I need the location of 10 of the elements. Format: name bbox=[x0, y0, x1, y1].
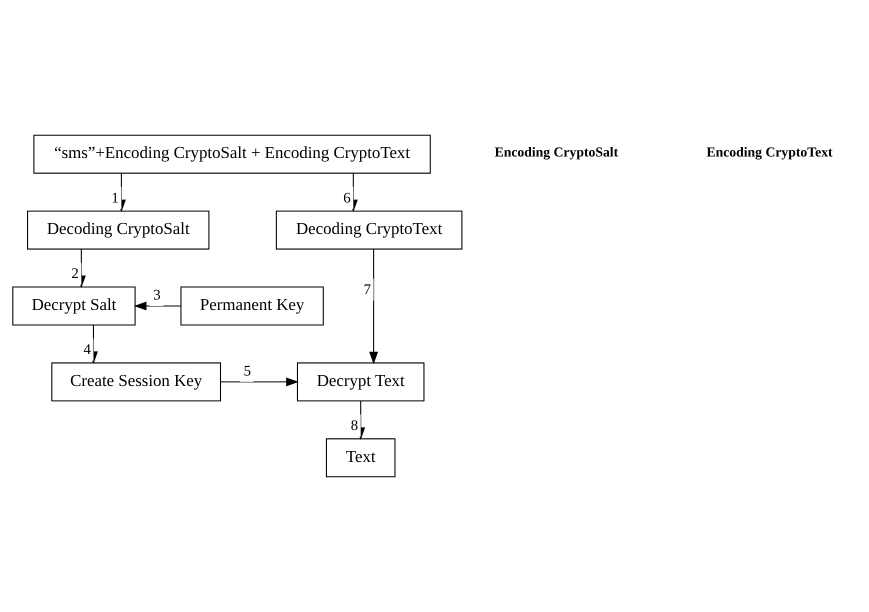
label: Encoding CryptoSalt bbox=[494, 144, 618, 160]
edge-label: 1 bbox=[111, 190, 119, 206]
edge-label: 6 bbox=[343, 190, 351, 206]
edge-label: 8 bbox=[350, 418, 358, 434]
label: Encoding CryptoText bbox=[706, 144, 833, 160]
edge-label: 7 bbox=[364, 282, 371, 298]
edge-label: 4 bbox=[83, 342, 91, 358]
edge-label: 2 bbox=[71, 266, 79, 282]
edge-label: 3 bbox=[153, 287, 161, 304]
edge-label: 5 bbox=[244, 363, 252, 380]
